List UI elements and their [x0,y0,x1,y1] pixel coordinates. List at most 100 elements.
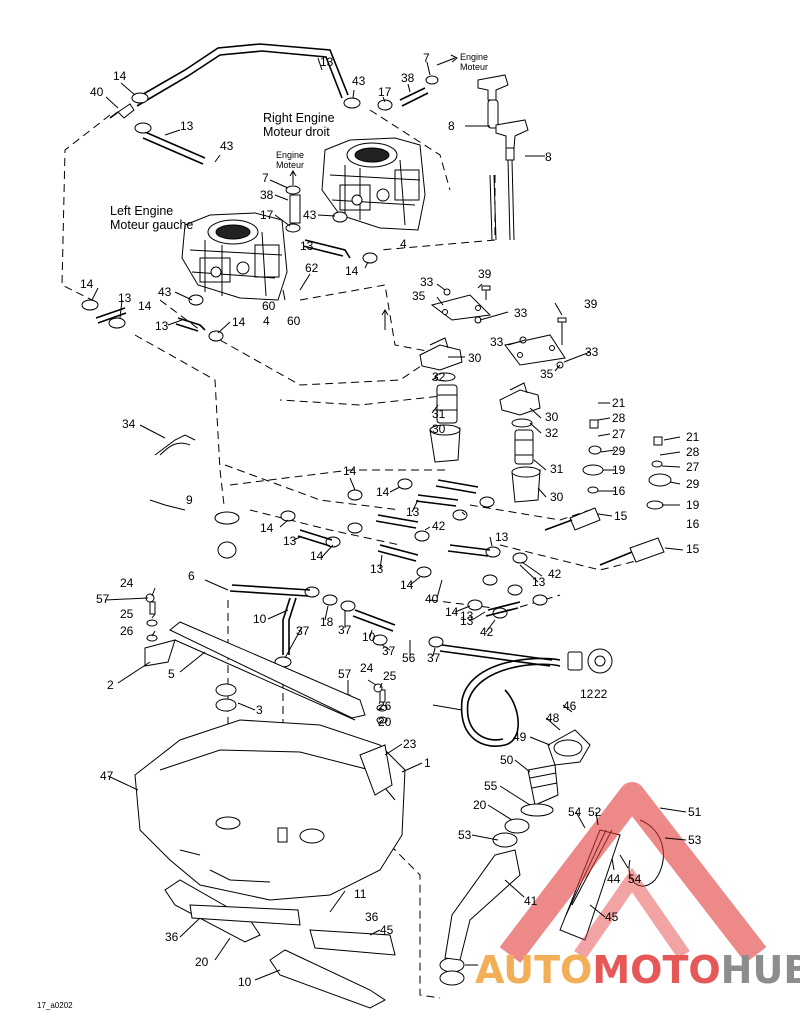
callout: 27 [686,460,700,474]
callout: 13 [118,291,132,305]
callout: 33 [514,306,528,320]
callout: 6 [188,569,195,583]
callout: 47 [100,769,114,783]
hose-38-top [399,87,429,107]
hose-38-mid [289,194,301,224]
callout: 24 [120,576,134,590]
callout: 32 [545,426,559,440]
callout: 37 [296,624,310,638]
hose-13-upper [142,131,206,165]
callout: 14 [343,464,357,478]
filter-31-upper [436,384,458,424]
callout: 22 [594,687,608,701]
short-hoses [95,239,553,667]
callout: 13 [370,562,384,576]
callout: 45 [605,910,619,924]
o-ring-32-upper [434,372,456,382]
callout: 15 [614,509,628,523]
callout: 50 [500,753,514,767]
callout: 24 [360,661,374,675]
callout: 13 [300,239,314,253]
primer-handle-lower [489,119,529,241]
arrow-icon [289,170,297,185]
filler-hose-44 [444,849,521,961]
shutoff-valve-lower [599,537,665,566]
filter-31-lower [514,429,534,465]
skid-36-left [164,879,301,943]
callout: 20 [378,715,392,729]
callout: 43 [303,208,317,222]
fuel-pump-upper [419,337,463,371]
callout: 8 [448,119,455,133]
callout: 15 [686,542,700,556]
callout: 21 [686,430,700,444]
fuel-tank [134,719,406,901]
callout: 16 [686,517,700,531]
callout: 18 [320,615,334,629]
callout: 31 [432,407,446,421]
callout: 13 [155,319,169,333]
callout: 52 [588,805,602,819]
filler-cap [547,729,591,766]
callout: 23 [403,737,417,751]
callout: 35 [540,367,554,381]
callout: 13 [406,505,420,519]
callout: 53 [688,833,702,847]
callout: 13 [495,530,509,544]
callout-numbers: 13 7 43 38 14 40 17 13 43 8 8 7 38 17 43… [80,51,702,989]
callout: 56 [402,651,416,665]
leader-lines [91,57,687,981]
svg-text:AUTOMOTOHUB: AUTOMOTOHUB [475,948,800,992]
fuel-hose-loop-10 [460,657,561,747]
filler-neck [527,764,559,806]
callout: 33 [585,345,599,359]
callout: 13 [320,55,334,69]
callout: 13 [532,575,546,589]
callout: 42 [480,625,494,639]
skid-36-right [269,929,396,1009]
callout: 11 [354,887,367,901]
callout: 14 [345,264,359,278]
vent-hose-top [132,43,349,107]
callout: 5 [168,667,175,681]
filler-gasket [520,803,554,817]
filter-bowl-30-upper [429,424,461,463]
left-carburetor [181,212,288,301]
callout: 8 [545,150,552,164]
callout: 10 [253,612,267,626]
callout: 13 [460,614,474,628]
callout: 37 [382,644,396,658]
callout: 33 [420,275,434,289]
engine-mid-label-fr: Moteur [276,160,304,170]
callout: 43 [220,139,234,153]
right-engine-title-en: Right Engine [263,111,335,125]
callout: 44 [607,872,621,886]
arrow-icon [381,309,389,330]
watermark-part3: HUB [721,948,800,992]
engine-mid-label-en: Engine [276,150,304,160]
left-engine-title-fr: Moteur gauche [110,218,193,232]
callout: 20 [473,798,487,812]
cap-29-right [646,473,672,510]
callout: 62 [305,261,319,275]
callout: 7 [423,51,430,65]
callout: 37 [427,651,441,665]
callout: 43 [158,285,172,299]
callout: 14 [310,549,324,563]
cap-19-left [582,464,604,494]
bracket-35-lower [504,334,566,366]
fuel-sender-9 [149,499,240,559]
callout: 13 [460,609,474,623]
callout: 28 [686,445,700,459]
callout: 41 [524,894,538,908]
callout: 29 [612,444,626,458]
callout: 30 [468,351,482,365]
callout: 33 [490,335,504,349]
quick-connector-12 [567,648,613,674]
callout: 39 [478,267,492,281]
callout: 7 [262,171,269,185]
callout: 36 [165,930,179,944]
callout: 25 [120,607,134,621]
callout: 30 [545,410,559,424]
